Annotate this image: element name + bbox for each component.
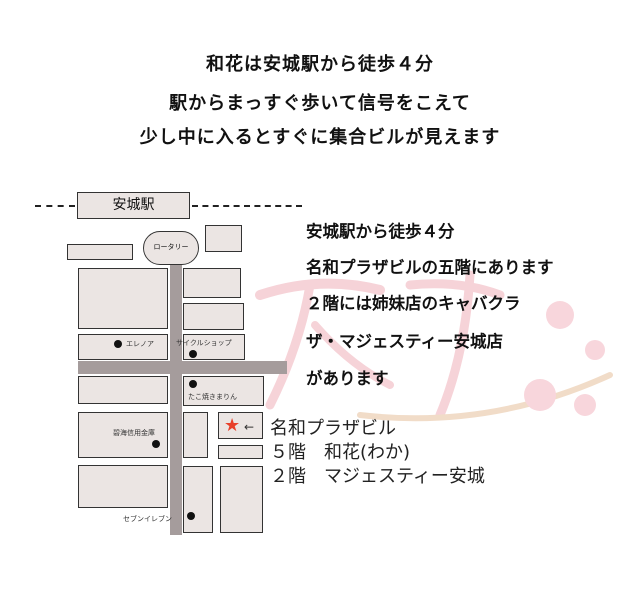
- takoyaki-dot: [189, 380, 197, 388]
- target-building: [218, 412, 263, 439]
- cross-road: [78, 361, 287, 374]
- block: [183, 268, 241, 298]
- logo-stroke: [435, 270, 475, 420]
- logo-watermark: [255, 270, 613, 422]
- takoyaki-label: たこ焼きまりん: [188, 393, 237, 401]
- railway-line: [192, 205, 302, 207]
- star-icon: ★: [224, 415, 241, 436]
- block: [183, 466, 213, 533]
- logo-stroke: [405, 279, 505, 300]
- logo-stroke: [255, 278, 385, 300]
- building-floor-5: ５階 和花(わか): [270, 442, 411, 463]
- block: [183, 412, 208, 458]
- seven-eleven-label: セブンイレブン: [123, 515, 172, 523]
- blossom-icon: [524, 379, 556, 411]
- header-line-1: 和花は安城駅から徒歩４分: [206, 54, 434, 75]
- header-line-2: 駅からまっすぐ歩いて信号をこえて: [169, 93, 471, 114]
- block: [183, 303, 244, 330]
- cycle-shop-dot: [189, 350, 197, 358]
- block: [218, 445, 263, 459]
- info-line-4: ザ・マジェスティー安城店: [306, 332, 504, 351]
- railway-line: [35, 205, 75, 207]
- seven-eleven-dot: [187, 512, 195, 520]
- blossom-icon: [574, 394, 596, 416]
- cycle-shop-label: サイクルショップ: [176, 339, 232, 347]
- info-line-2: 名和プラザビルの五階にあります: [306, 258, 554, 277]
- main-road: [170, 262, 182, 535]
- bank-label: 碧海信用金庫: [113, 429, 155, 437]
- rotary: ロータリー: [143, 231, 199, 265]
- eleonora-dot: [114, 340, 122, 348]
- block: [183, 376, 264, 406]
- block: [220, 466, 263, 533]
- blossom-icon: [585, 340, 605, 360]
- logo-stroke: [265, 280, 315, 410]
- logo-swoosh: [357, 372, 613, 422]
- header-line-3: 少し中に入るとすぐに集合ビルが見えます: [139, 127, 501, 148]
- block: [78, 268, 168, 329]
- block: [205, 225, 242, 252]
- block: [67, 244, 133, 260]
- block: [78, 412, 168, 458]
- station-box: 安城駅: [77, 192, 190, 219]
- block: [78, 376, 168, 404]
- arrow-icon: ←: [244, 420, 255, 434]
- eleonora-label: エレノア: [126, 340, 154, 348]
- block: [78, 465, 168, 508]
- info-line-3: ２階には姉妹店のキャバクラ: [306, 294, 521, 313]
- info-line-1: 安城駅から徒歩４分: [306, 222, 455, 241]
- logo-stroke: [311, 321, 394, 389]
- building-name: 名和プラザビル: [270, 418, 396, 439]
- blossom-icon: [546, 301, 574, 329]
- bank-dot: [152, 440, 160, 448]
- info-line-5: があります: [306, 369, 389, 388]
- block: [78, 334, 168, 360]
- building-floor-2: ２階 マジェスティー安城: [270, 466, 485, 487]
